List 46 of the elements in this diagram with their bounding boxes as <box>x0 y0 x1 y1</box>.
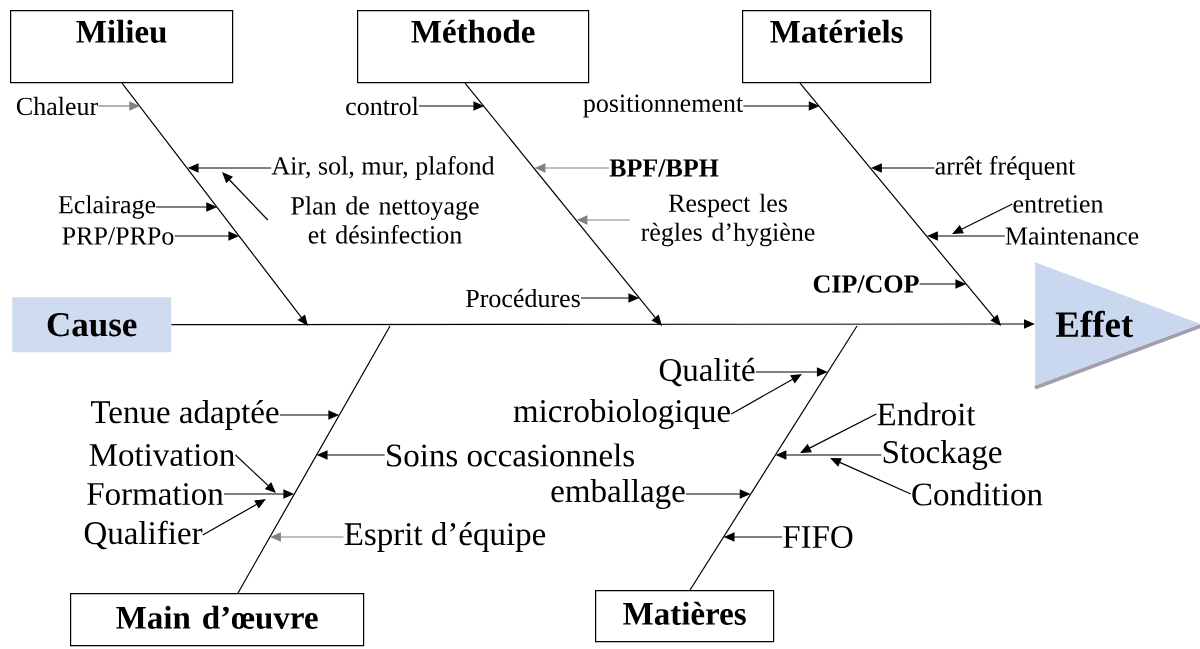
cause-label: Motivation <box>89 443 235 467</box>
cause-label: Stockage <box>883 440 1002 470</box>
bone-arrow <box>121 82 308 326</box>
category-box: Matières <box>595 590 775 643</box>
cause-box: Cause <box>12 297 172 353</box>
cause-label: entretien <box>1013 195 1104 213</box>
cause-label: Endroit <box>877 402 976 426</box>
cause-label: BPF/BPH <box>609 159 719 177</box>
cause-label: Procédures <box>466 288 580 308</box>
cause-label: Formation <box>87 482 224 506</box>
arrow <box>952 203 1013 234</box>
cause-label: Soins occasionnels <box>387 443 634 467</box>
bone-line <box>689 325 858 591</box>
category-box: Matériels <box>742 10 932 84</box>
bone-line <box>237 325 391 594</box>
cause-label: Condition <box>912 482 1043 506</box>
cause-label: Eclairage <box>58 195 156 219</box>
cause-label: emballage <box>551 479 685 509</box>
arrow <box>730 374 802 415</box>
effect-triangle: Effet <box>1034 262 1200 390</box>
arrow <box>202 499 266 536</box>
arrow <box>234 454 276 493</box>
cause-label: Respect les règles d’hygiène <box>641 193 815 247</box>
category-box: Milieu <box>10 10 234 84</box>
bone-arrow <box>799 82 1001 326</box>
bone-arrow <box>464 82 662 326</box>
cause-label: positionnement <box>583 94 744 118</box>
arrow <box>800 413 877 453</box>
cause-label: Qualité <box>659 357 755 387</box>
cause-label: PRP/PRPo <box>62 227 174 245</box>
cause-label: Chaleur <box>16 96 98 116</box>
cause-label: Plan de nettoyage et désinfection <box>291 196 479 244</box>
category-box: Main d’œuvre <box>70 593 365 647</box>
cause-label: Air, sol, mur, plafond <box>271 156 495 180</box>
cause-label: Maintenance <box>1005 227 1139 245</box>
cause-label: Tenue adaptée <box>91 400 279 430</box>
cause-label: CIP/COP <box>813 275 919 293</box>
arrow <box>830 458 912 495</box>
arrow <box>222 172 269 221</box>
cause-label: FIFO <box>783 525 853 549</box>
cause-label: microbiologique <box>513 399 730 429</box>
cause-label: control <box>346 96 419 116</box>
cause-label: Esprit d’équipe <box>344 522 546 552</box>
cause-label: Qualifier <box>84 520 203 550</box>
category-box: Méthode <box>357 10 590 84</box>
cause-label: arrêt fréquent <box>935 156 1076 180</box>
